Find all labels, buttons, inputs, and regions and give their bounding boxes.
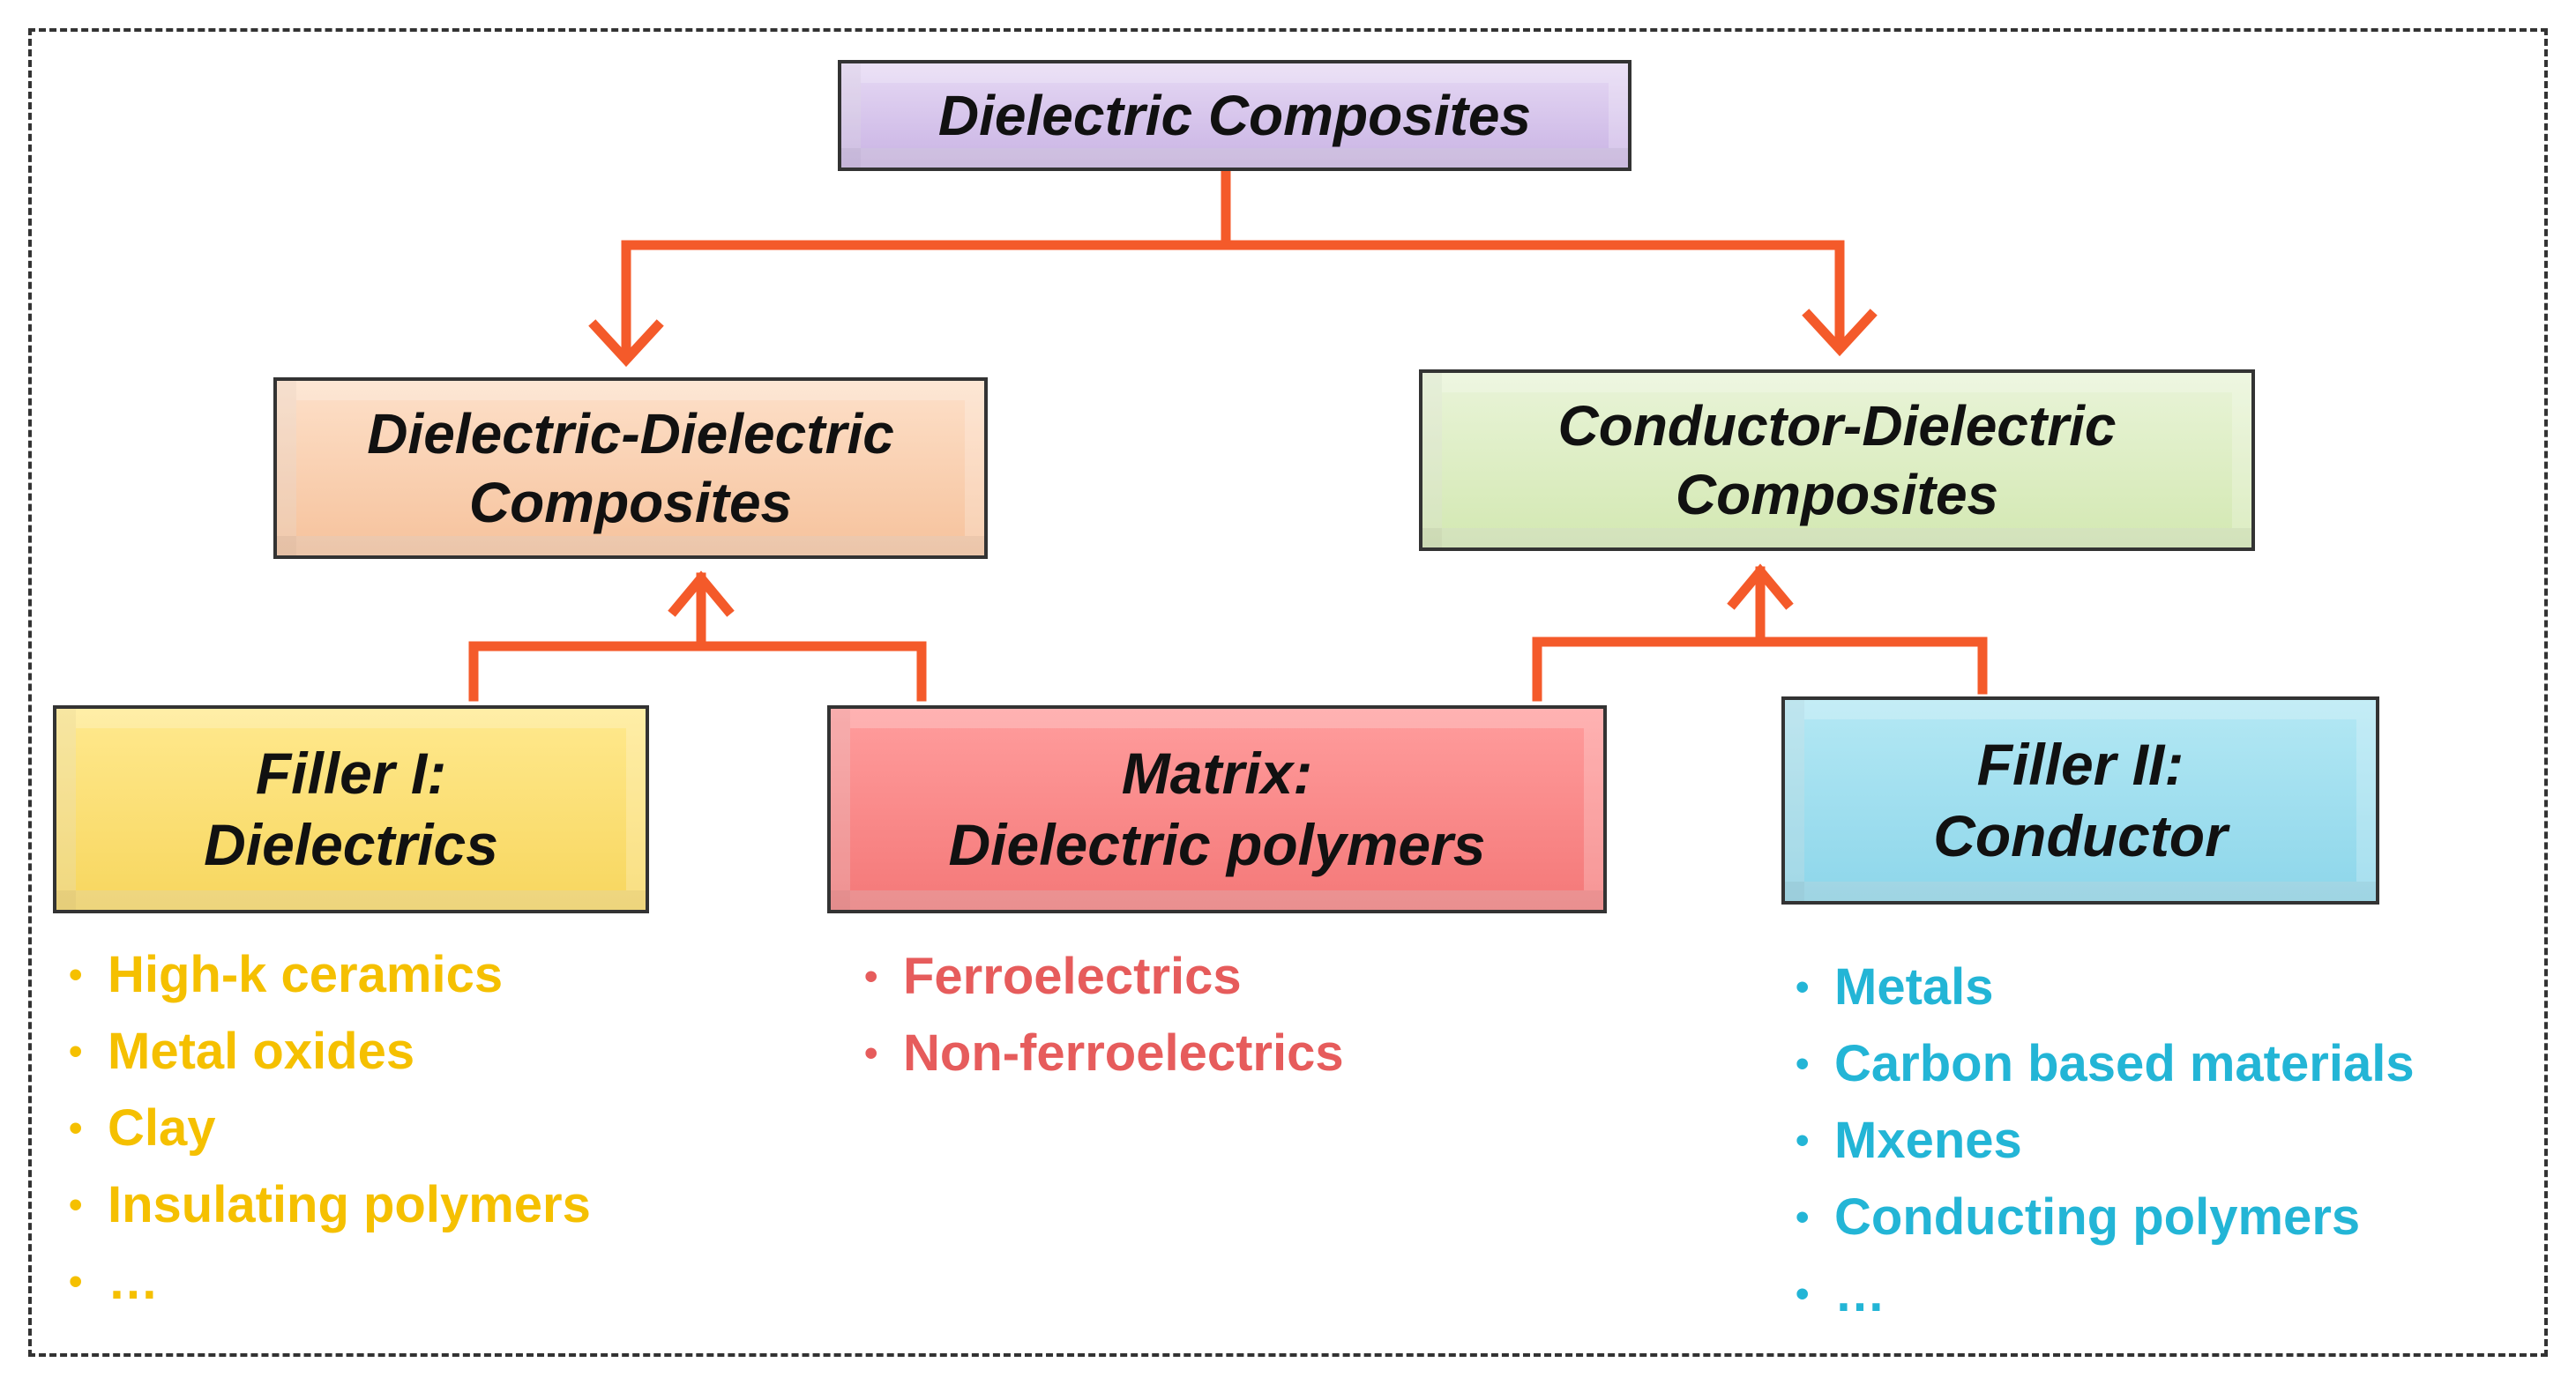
list-item: … — [69, 1243, 591, 1320]
cdc-line2: Composites — [1675, 463, 1999, 526]
cdc-line1: Conductor-Dielectric — [1557, 393, 2117, 458]
diagram-frame — [28, 28, 2548, 1357]
filler1-line2: Dielectrics — [204, 812, 498, 877]
matrix-box: Matrix: Dielectric polymers — [827, 705, 1607, 913]
list-item: Mxenes — [1796, 1102, 2415, 1179]
filler2-line2: Conductor — [1933, 803, 2228, 868]
list-item: Non-ferroelectrics — [864, 1015, 1344, 1091]
list-item: Clay — [69, 1090, 591, 1166]
root-node-box: Dielectric Composites — [838, 60, 1631, 171]
list-item: Carbon based materials — [1796, 1025, 2415, 1102]
filler1-box: Filler I: Dielectrics — [53, 705, 649, 913]
list-item: Ferroelectrics — [864, 938, 1344, 1015]
list-item: Conducting polymers — [1796, 1179, 2415, 1255]
filler1-line1: Filler I: — [255, 741, 447, 807]
filler1-examples-list: High-k ceramics Metal oxides Clay Insula… — [69, 936, 591, 1320]
matrix-line1: Matrix: — [1121, 741, 1313, 807]
matrix-examples-list: Ferroelectrics Non-ferroelectrics — [864, 938, 1344, 1091]
list-item: High-k ceramics — [69, 936, 591, 1013]
filler2-line1: Filler II: — [1976, 732, 2184, 798]
list-item: Insulating polymers — [69, 1166, 591, 1243]
filler2-box: Filler II: Conductor — [1781, 696, 2379, 905]
dielectric-dielectric-box: Dielectric-Dielectric Composites — [273, 377, 988, 559]
list-item: … — [1796, 1255, 2415, 1332]
matrix-line2: Dielectric polymers — [948, 812, 1486, 877]
list-item: Metals — [1796, 949, 2415, 1025]
ddc-line1: Dielectric-Dielectric — [367, 401, 894, 465]
ddc-line2: Composites — [468, 471, 793, 534]
conductor-dielectric-box: Conductor-Dielectric Composites — [1419, 369, 2255, 551]
root-node-title: Dielectric Composites — [937, 83, 1532, 147]
list-item: Metal oxides — [69, 1013, 591, 1090]
filler2-examples-list: Metals Carbon based materials Mxenes Con… — [1796, 949, 2415, 1332]
